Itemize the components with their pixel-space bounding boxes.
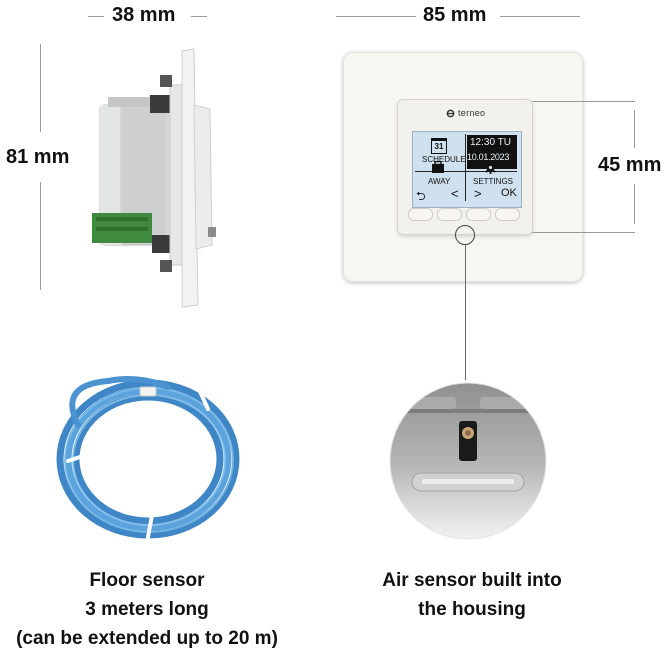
height-label: 81 mm [6, 146, 70, 168]
floor-sensor-caption: Floor sensor 3 meters long (can be exten… [0, 566, 294, 653]
time-date-box [467, 135, 517, 169]
display-height-label: 45 mm [598, 154, 662, 176]
dim-line-38-left [88, 16, 104, 17]
right-button[interactable] [467, 209, 490, 220]
dim-line-85-left [336, 16, 416, 17]
lcd-divider-vertical [465, 134, 466, 201]
dim-line-85-right [500, 16, 580, 17]
floor-sensor-coil [56, 376, 240, 539]
dim-line-38-right [191, 16, 207, 17]
right-symbol: > [474, 186, 482, 201]
away-label[interactable]: AWAY [428, 177, 451, 186]
air-sensor-connector-line [465, 245, 466, 380]
calendar-icon: 31 [431, 138, 447, 154]
schedule-label[interactable]: SCHEDULE [422, 155, 466, 164]
gear-icon [484, 161, 497, 174]
back-symbol: ⮌ [416, 189, 426, 203]
side-width-label: 38 mm [112, 4, 176, 26]
front-width-label: 85 mm [423, 4, 487, 26]
dim-line-81-top [40, 44, 41, 132]
air-sensor-callout-circle [455, 225, 475, 245]
ok-symbol: OK [501, 187, 517, 199]
floor-sensor-caption-line-3: (can be extended up to 20 m) [16, 628, 278, 649]
terneo-logo-icon [446, 109, 455, 117]
floor-sensor-caption-line-1: Floor sensor [89, 570, 205, 591]
air-sensor-closeup [389, 382, 547, 540]
air-sensor-caption-line-2: the housing [418, 599, 526, 620]
lcd-divider-horizontal [415, 171, 517, 172]
dim-line-45-top-tick [532, 101, 635, 102]
back-button[interactable] [409, 209, 432, 220]
time-display: 12:30 TU [470, 137, 511, 148]
brand-name: terneo [458, 108, 486, 118]
left-button[interactable] [438, 209, 461, 220]
ok-button[interactable] [496, 209, 519, 220]
floor-sensor-caption-line-2: 3 meters long [85, 599, 209, 620]
left-symbol: < [451, 186, 459, 201]
dim-line-45-vertical-top [634, 110, 635, 148]
briefcase-icon [432, 161, 444, 173]
dim-line-45-vertical-bottom [634, 184, 635, 224]
settings-label[interactable]: SETTINGS [473, 177, 514, 186]
air-sensor-caption: Air sensor built into the housing [360, 566, 584, 624]
dim-line-81-bottom [40, 182, 41, 290]
thermostat-side-view [92, 48, 216, 308]
dim-line-45-bottom-tick [532, 232, 635, 233]
brand-row: terneo [446, 108, 485, 118]
air-sensor-caption-line-1: Air sensor built into [382, 570, 562, 591]
date-display: 10.01.2023 [467, 152, 510, 162]
